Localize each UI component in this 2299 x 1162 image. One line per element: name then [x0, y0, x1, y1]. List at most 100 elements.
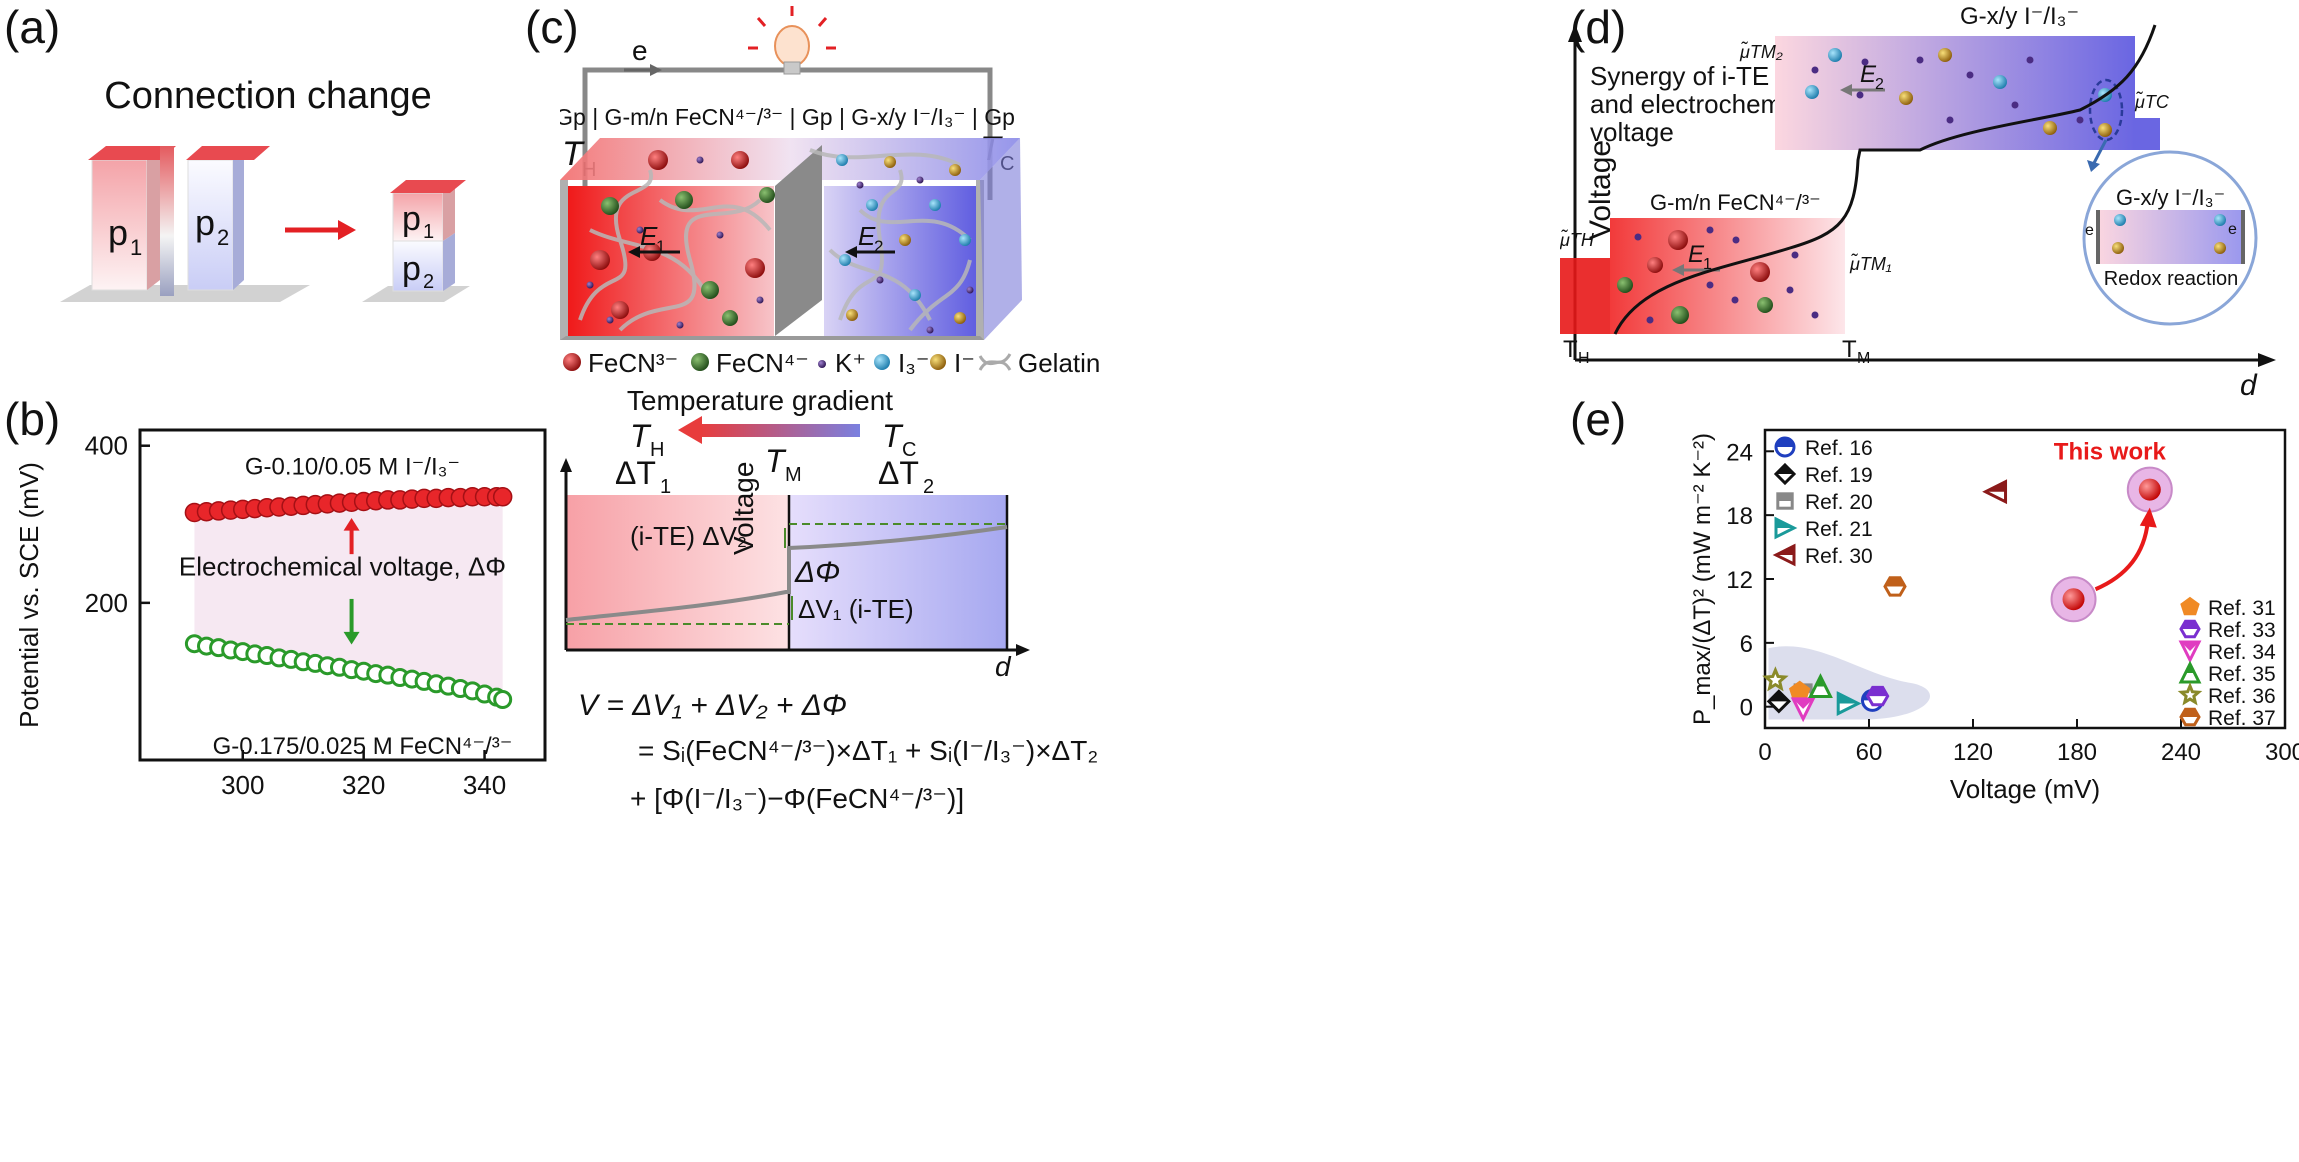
legend-fecn4: FeCN⁴⁻	[716, 348, 809, 378]
y-axis-label: P_max/(ΔT)² (mW m⁻² K⁻²)	[1689, 433, 1716, 725]
panel-c-schematic: e Gp | G-m/n FeCN⁴⁻/³⁻ | Gp | G-x/y I⁻/I…	[560, 6, 1100, 814]
stack-p2-label: p	[402, 250, 421, 288]
equation-line-3: + [Φ(I⁻/I₃⁻)−Φ(FeCN⁴⁻/³⁻)]	[630, 783, 964, 814]
ref-30-legend-marker-fill	[1776, 546, 1794, 555]
mu-tm1: μ̃TM₁	[1849, 253, 1892, 274]
electron-label: e	[632, 35, 648, 66]
ref-30-point-fill	[1985, 481, 2006, 492]
grad-dt1: ΔT	[615, 455, 656, 491]
synergy-line-3: voltage	[1590, 117, 1674, 147]
d-e2-label: E	[1860, 61, 1877, 88]
this-work-point	[2138, 478, 2161, 501]
mu-tc: μ̃TC	[2134, 91, 2170, 112]
ref-34-legend-marker-fill	[2181, 642, 2199, 651]
y-tick-label: 12	[1726, 567, 1753, 594]
ref-35-legend-marker-fill	[2185, 664, 2195, 673]
c-e1-sub: 1	[656, 237, 665, 256]
grad-th-sub: H	[650, 439, 664, 461]
panel-b-chart: 300320340200400Temperature (K)Potential …	[14, 428, 547, 800]
gradient-title: Temperature gradient	[627, 385, 893, 416]
d-d-axis: d	[2240, 369, 2258, 400]
legend-label: Ref. 35	[2208, 663, 2276, 686]
synergy-line-1: Synergy of i-TE	[1590, 61, 1769, 91]
legend-label: Ref. 36	[2208, 685, 2276, 708]
x-tick-label: 320	[342, 770, 385, 800]
ref-16-legend-marker-fill	[1776, 438, 1794, 447]
p2-sub: 2	[217, 225, 229, 250]
grad-tc-sub: C	[902, 439, 916, 461]
y-tick-label: 6	[1740, 631, 1753, 658]
plot-frame	[138, 428, 547, 762]
inset-e-left: e	[2085, 222, 2094, 239]
ref-36-legend-marker	[2177, 682, 2203, 706]
ref-21-legend-marker-fill	[1776, 519, 1794, 528]
panel-a-schematic: Connection change p 1 p 2 p 1 p 2	[60, 75, 470, 302]
ref-20-legend-marker-fill	[1777, 493, 1793, 501]
grad-dt2-sub: 2	[923, 476, 934, 498]
c-particles-right	[836, 154, 974, 334]
grad-dt2: ΔT	[878, 455, 919, 491]
legend-label: Ref. 19	[1805, 464, 1873, 487]
ref-19-legend-marker-fill	[1776, 465, 1794, 474]
dphi-label: ΔΦ	[794, 556, 840, 589]
legend-i3: I₃⁻	[898, 348, 930, 378]
d-e1-label: E	[1688, 241, 1705, 268]
lower-series-label: G-0.175/0.025 M FeCN⁴⁻/³⁻	[213, 733, 513, 760]
ref-33-legend-marker-fill	[2181, 621, 2199, 629]
legend-label: Ref. 16	[1805, 437, 1873, 460]
legend-label: Ref. 31	[2208, 597, 2276, 620]
grad-dt1-sub: 1	[660, 476, 671, 498]
x-tick-label: 120	[1953, 739, 1993, 766]
panel-e-label: (e)	[1570, 393, 1627, 445]
mu-th: μ̃TH	[1560, 229, 1595, 250]
ref-19-point-fill	[1768, 691, 1789, 702]
d-lower-electrolyte	[1610, 218, 1845, 334]
legend-label: Ref. 21	[1805, 518, 1873, 541]
ref-21-point-fill	[1838, 693, 1859, 704]
grad-th: T	[630, 418, 652, 454]
y-tick-label: 400	[85, 431, 128, 461]
legend-label: Ref. 34	[2208, 641, 2276, 664]
d-upper-particles	[1805, 48, 2112, 137]
legend-label: Ref. 37	[2208, 707, 2276, 730]
gelatin-icon	[978, 353, 1012, 371]
equation-line-2: = Sᵢ(FeCN⁴⁻/³⁻)×ΔT₁ + Sᵢ(I⁻/I₃⁻)×ΔT₂	[638, 735, 1098, 766]
mu-tm2: μ̃TM₂	[1739, 41, 1783, 62]
y-tick-label: 24	[1726, 439, 1753, 466]
x-tick-label: 240	[2161, 739, 2201, 766]
this-work-label: This work	[2054, 438, 2167, 465]
panel-d-label: (d)	[1570, 1, 1627, 53]
c-e1-label: E	[640, 221, 658, 251]
panel-a-title: Connection change	[104, 75, 431, 117]
inset-e-right: e	[2228, 221, 2237, 238]
c-legend: FeCN³⁻ FeCN⁴⁻ K⁺ I₃⁻ I⁻ Gelatin	[563, 348, 1100, 378]
panel-a-label: (a)	[4, 1, 61, 53]
panel-d-schematic: Voltage d Synergy of i-TE and electroche…	[1560, 3, 2276, 400]
x-tick-label: 60	[1856, 739, 1883, 766]
inset-caption: Redox reaction	[2104, 268, 2239, 290]
middle-graphite-plate	[775, 145, 822, 336]
d-tm-sub: M	[1857, 350, 1870, 367]
p1-sub: 1	[130, 235, 142, 260]
ref-37-legend-marker-fill	[2181, 709, 2199, 717]
d-upper-box-title: G-x/y I⁻/I₃⁻	[1960, 3, 2079, 30]
y-axis-label: Potential vs. SCE (mV)	[14, 462, 44, 728]
lower-series-point	[493, 690, 513, 709]
cell-composition-label: Gp | G-m/n FeCN⁴⁻/³⁻ | Gp | G-x/y I⁻/I₃⁻…	[560, 104, 1015, 130]
arrow-up-icon	[343, 518, 360, 531]
legend-label: Ref. 20	[1805, 491, 1873, 514]
d-lower-box-title: G-m/n FeCN⁴⁻/³⁻	[1650, 190, 1821, 215]
d-potential-curve	[1613, 24, 2157, 335]
d-e1-sub: 1	[1703, 256, 1712, 273]
this-work-point	[2062, 588, 2085, 611]
upper-series-point	[492, 487, 513, 507]
grad-tc: T	[882, 418, 904, 454]
legend-label: Ref. 33	[2208, 619, 2276, 642]
ref-34-point-fill	[1793, 698, 1814, 709]
legend-label: Ref. 30	[1805, 545, 1873, 568]
ref-31-legend-marker	[2180, 596, 2200, 616]
ref-36-point	[1762, 666, 1789, 692]
ref-35-point-fill	[1815, 676, 1826, 687]
electrochemical-voltage-label: Electrochemical voltage, ΔΦ	[179, 551, 506, 581]
